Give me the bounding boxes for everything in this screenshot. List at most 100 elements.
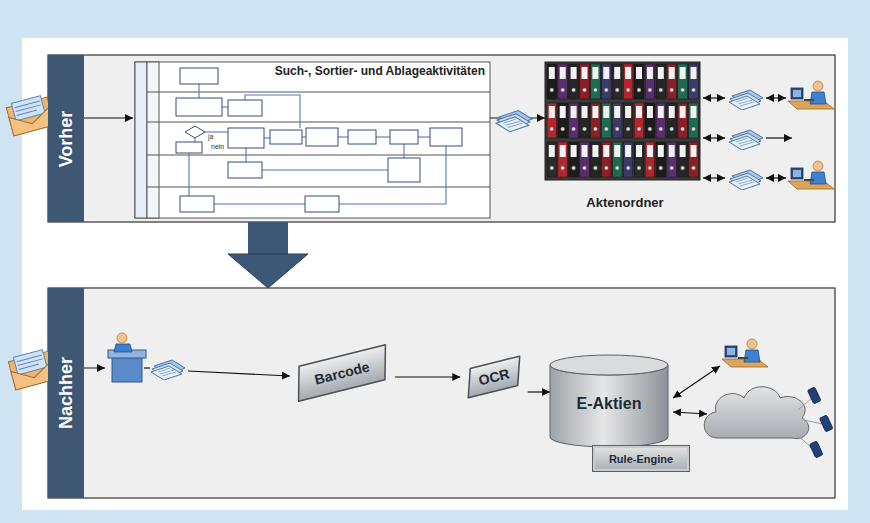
- binder-ring: [648, 127, 652, 131]
- binder-ring: [615, 127, 619, 131]
- binder-spine: [689, 142, 699, 177]
- database-cylinder: E-Aktien: [550, 355, 668, 447]
- binder-label: [647, 145, 653, 157]
- binder-spine: [547, 64, 557, 99]
- arrow-head: [228, 254, 308, 288]
- binder-ring: [626, 88, 630, 92]
- binder-label: [680, 67, 686, 79]
- binder-ring: [572, 127, 576, 131]
- binder-label: [582, 67, 588, 79]
- binder-label: [680, 145, 686, 157]
- binder-spine: [689, 103, 699, 138]
- binder-ring: [648, 166, 652, 170]
- binder-label: [592, 67, 598, 79]
- binder-label: [636, 106, 642, 118]
- binder-ring: [604, 166, 608, 170]
- process-step: OCR: [460, 355, 527, 399]
- binder-label: [658, 106, 664, 118]
- binder-ring: [604, 88, 608, 92]
- cloud-network: [704, 387, 833, 458]
- binder-shelf-drawing: [545, 62, 700, 180]
- binder-spine: [591, 64, 601, 99]
- binder-spine: [678, 64, 688, 99]
- binder-label: [549, 145, 555, 157]
- flow-arrow: [54, 98, 792, 178]
- binder-spine: [612, 103, 622, 138]
- binder-label: [658, 67, 664, 79]
- binder-spine: [678, 142, 688, 177]
- phase-label-band: Nachher: [48, 288, 84, 498]
- binder-label: [549, 106, 555, 118]
- binder-label: [582, 106, 588, 118]
- binder-spine: [602, 64, 612, 99]
- binder-label: [603, 67, 609, 79]
- binder-label: [625, 67, 631, 79]
- binder-spine: [569, 103, 579, 138]
- document-stack: [729, 90, 763, 110]
- binder-ring: [659, 88, 663, 92]
- branch-label: ja: [207, 133, 214, 141]
- binder-ring: [637, 127, 641, 131]
- binder-ring: [659, 127, 663, 131]
- binder-ring: [604, 127, 608, 131]
- binder-spine: [623, 64, 633, 99]
- frame: [22, 38, 848, 510]
- binder-label: [571, 145, 577, 157]
- binder-ring: [593, 166, 597, 170]
- binder-label: [636, 67, 642, 79]
- binder-label: [647, 106, 653, 118]
- binder-spine: [612, 64, 622, 99]
- document-stack: [729, 130, 763, 150]
- flow-connector: [528, 391, 550, 392]
- binder-label: [614, 106, 620, 118]
- binder-ring: [583, 166, 587, 170]
- scanner-operator-icon: [108, 333, 146, 382]
- binder-ring: [561, 166, 565, 170]
- branch-label: nein: [210, 143, 225, 151]
- binder-label: [560, 67, 566, 79]
- binder-shelf: Aktenordner: [545, 62, 705, 212]
- parallelogram-outline: [462, 356, 527, 398]
- binder-ring: [561, 127, 565, 131]
- node-label: Aktenordner: [586, 195, 663, 210]
- binder-ring: [583, 88, 587, 92]
- binder-ring: [561, 88, 565, 92]
- binder-label: [614, 67, 620, 79]
- binder-ring: [659, 166, 663, 170]
- binder-spine: [656, 142, 666, 177]
- node-label: Such-, Sortier- und Ablageaktivitäten: [275, 64, 485, 78]
- binder-ring: [593, 88, 597, 92]
- binder-spine: [580, 64, 590, 99]
- binder-label: [592, 145, 598, 157]
- binder-label: [625, 145, 631, 157]
- binder-ring: [550, 166, 554, 170]
- rule-engine-box: Rule-Engine: [592, 445, 690, 472]
- binder-label: [669, 67, 675, 79]
- binder-spine: [547, 103, 557, 138]
- binder-spine: [678, 103, 688, 138]
- binder-ring: [637, 88, 641, 92]
- binder-label: [614, 145, 620, 157]
- binder-spine: [569, 142, 579, 177]
- binder-ring: [615, 166, 619, 170]
- binder-spine: [634, 103, 644, 138]
- binder-spine: [580, 103, 590, 138]
- binder-spine: [591, 103, 601, 138]
- binder-spine: [547, 142, 557, 177]
- binder-ring: [692, 166, 696, 170]
- binder-spine: [667, 142, 677, 177]
- user-icon: [788, 81, 834, 109]
- binder-spine: [602, 142, 612, 177]
- binder-label: [647, 67, 653, 79]
- binder-label: [582, 145, 588, 157]
- binder-spine: [623, 103, 633, 138]
- flow-connector: [395, 376, 460, 377]
- swimlane-diagram: Such-, Sortier- und Ablageaktivitäten: [135, 62, 490, 218]
- binder-spine: [645, 103, 655, 138]
- process-step: Barcode: [289, 343, 395, 402]
- binder-spine: [591, 142, 601, 177]
- binder-ring: [648, 88, 652, 92]
- binder-label: [669, 106, 675, 118]
